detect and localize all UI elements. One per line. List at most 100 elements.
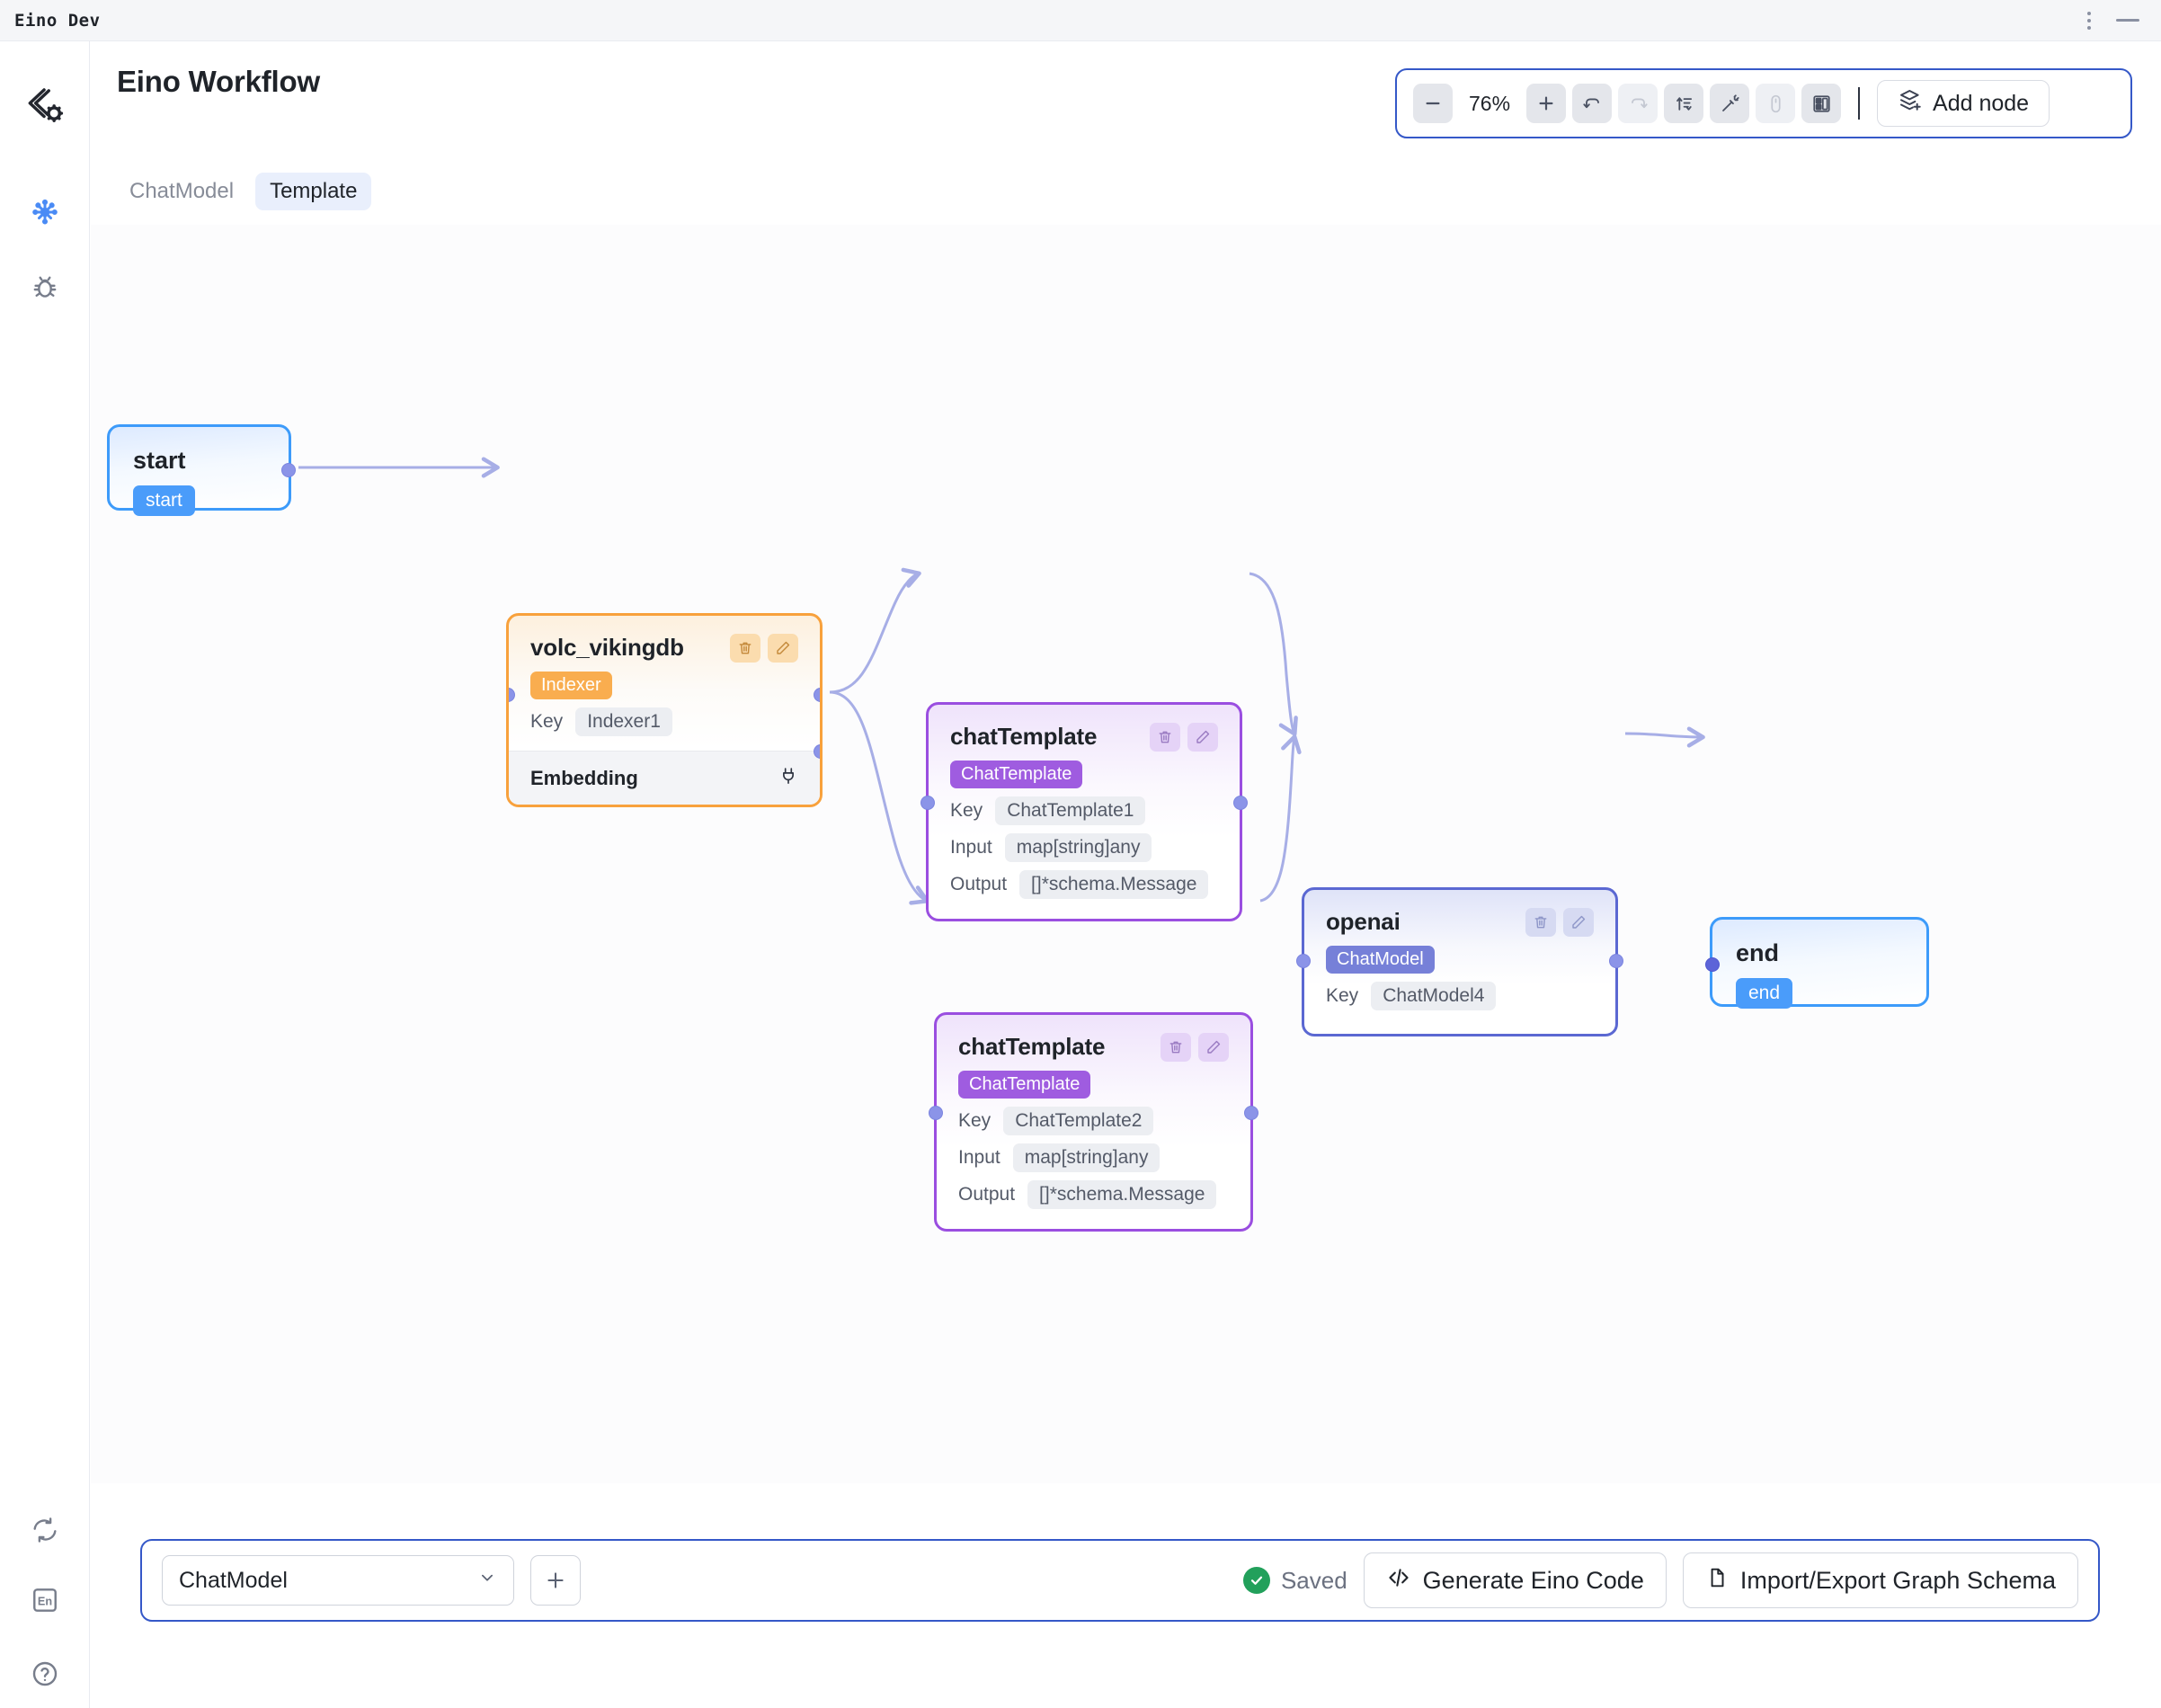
field-value: ChatTemplate2 bbox=[1003, 1107, 1154, 1135]
field-label: Output bbox=[958, 1184, 1016, 1205]
edge-openai-to-end bbox=[1624, 726, 1705, 748]
node-openai[interactable]: openai ChatModel Key ChatModel4 bbox=[1296, 887, 1623, 1036]
node-title: openai bbox=[1326, 908, 1401, 935]
node-footer-embedding[interactable]: Embedding bbox=[509, 751, 820, 805]
port-in[interactable] bbox=[1296, 954, 1311, 968]
eino-logo-icon bbox=[16, 77, 74, 135]
node-title: chatTemplate bbox=[958, 1033, 1106, 1060]
port-in[interactable] bbox=[929, 1106, 943, 1120]
import-export-graph-schema-label: Import/Export Graph Schema bbox=[1739, 1566, 2056, 1594]
node-title: end bbox=[1736, 939, 1780, 966]
node-chat-template-2[interactable]: chatTemplate ChatTemplate Key ChatTempla… bbox=[929, 1012, 1258, 1232]
select-value: ChatModel bbox=[179, 1567, 288, 1593]
pencil-icon[interactable] bbox=[1187, 723, 1218, 752]
trash-icon[interactable] bbox=[1150, 723, 1180, 752]
add-node-type-button[interactable] bbox=[530, 1555, 581, 1606]
pencil-icon[interactable] bbox=[1198, 1033, 1229, 1062]
node-type-badge: ChatModel bbox=[1326, 946, 1435, 974]
zoom-out-button[interactable] bbox=[1413, 84, 1453, 123]
node-field-row: Input map[string]any bbox=[950, 833, 1218, 862]
port-in[interactable] bbox=[920, 796, 935, 810]
field-value: map[string]any bbox=[1012, 1143, 1161, 1172]
field-label: Key bbox=[950, 800, 983, 821]
field-label: Key bbox=[1326, 985, 1359, 1006]
kebab-menu-icon[interactable] bbox=[2082, 6, 2096, 35]
port-embedding[interactable] bbox=[814, 744, 820, 759]
window-titlebar: Eino Dev bbox=[0, 0, 2161, 41]
node-type-badge: end bbox=[1736, 978, 1793, 1009]
field-value: ChatModel4 bbox=[1371, 982, 1497, 1010]
sort-align-icon[interactable] bbox=[1664, 84, 1704, 123]
trash-icon[interactable] bbox=[1525, 908, 1556, 937]
sidebar-item-help[interactable] bbox=[16, 1650, 74, 1697]
node-type-badge: ChatTemplate bbox=[958, 1071, 1091, 1099]
magic-wand-icon[interactable] bbox=[1710, 84, 1750, 123]
field-label: Output bbox=[950, 874, 1008, 894]
zoom-in-button[interactable] bbox=[1526, 84, 1567, 123]
node-field-row: Key ChatTemplate1 bbox=[950, 796, 1218, 825]
node-volc-vikingdb[interactable]: volc_vikingdb Indexer Key bbox=[506, 613, 823, 807]
edge-indexer-to-template1 bbox=[829, 567, 921, 694]
pencil-icon[interactable] bbox=[768, 634, 798, 663]
port-out[interactable] bbox=[1244, 1106, 1258, 1120]
port-out[interactable] bbox=[1233, 796, 1248, 810]
field-value: []*schema.Message bbox=[1019, 870, 1209, 899]
node-title: volc_vikingdb bbox=[530, 634, 684, 661]
sidebar-item-graph[interactable] bbox=[16, 189, 74, 236]
node-chat-template-1[interactable]: chatTemplate ChatTemplate Key ChatTempla… bbox=[920, 702, 1248, 921]
page-header: Eino Workflow bbox=[90, 41, 2161, 131]
page-title: Eino Workflow bbox=[117, 65, 320, 98]
minimize-icon[interactable] bbox=[2116, 19, 2139, 22]
trash-icon[interactable] bbox=[1161, 1033, 1191, 1062]
port-out[interactable] bbox=[281, 463, 296, 477]
node-type-badge: start bbox=[133, 485, 195, 516]
generate-eino-code-button[interactable]: Generate Eino Code bbox=[1363, 1552, 1667, 1608]
port-out[interactable] bbox=[814, 688, 820, 702]
plug-connector-icon bbox=[778, 766, 798, 790]
node-type-badge: ChatTemplate bbox=[950, 761, 1083, 788]
node-end[interactable]: end end bbox=[1705, 917, 1929, 1009]
tab-chatmodel[interactable]: ChatModel bbox=[129, 179, 235, 203]
node-title: chatTemplate bbox=[950, 723, 1098, 750]
tab-template[interactable]: Template bbox=[255, 173, 372, 210]
edge-template2-to-openai bbox=[1259, 734, 1302, 903]
zoom-level-label: 76% bbox=[1469, 91, 1511, 115]
sidebar-item-sync[interactable] bbox=[16, 1507, 74, 1553]
document-icon bbox=[1705, 1566, 1729, 1596]
node-start[interactable]: start start bbox=[107, 424, 296, 516]
layout-grid-icon[interactable] bbox=[1801, 84, 1842, 123]
check-circle-icon bbox=[1242, 1567, 1270, 1594]
field-label: Key bbox=[530, 711, 564, 732]
mouse-pointer-icon[interactable] bbox=[1756, 84, 1796, 123]
node-field-row: Output []*schema.Message bbox=[950, 870, 1218, 899]
workflow-canvas[interactable]: start start volc_vikingdb bbox=[91, 225, 2161, 1483]
undo-arrow-icon[interactable] bbox=[1572, 84, 1613, 123]
bottom-bar-right: Saved Generate Eino Code Import/Export G… bbox=[1242, 1552, 2078, 1608]
import-export-graph-schema-button[interactable]: Import/Export Graph Schema bbox=[1682, 1552, 2078, 1608]
code-brackets-icon bbox=[1386, 1565, 1411, 1597]
port-in[interactable] bbox=[1705, 957, 1720, 972]
window-controls bbox=[2082, 6, 2139, 35]
app-title: Eino Dev bbox=[14, 10, 101, 31]
add-node-label: Add node bbox=[1933, 90, 2030, 116]
sidebar-item-debug[interactable] bbox=[16, 264, 74, 311]
footer-label: Embedding bbox=[530, 766, 638, 789]
node-field-row: Key ChatTemplate2 bbox=[958, 1107, 1229, 1135]
node-field-row: Key ChatModel4 bbox=[1326, 982, 1594, 1010]
chevron-down-icon bbox=[477, 1568, 497, 1594]
generate-eino-code-label: Generate Eino Code bbox=[1422, 1566, 1644, 1594]
node-field-row: Input map[string]any bbox=[958, 1143, 1229, 1172]
add-node-button[interactable]: Add node bbox=[1877, 80, 2050, 127]
tab-bar: ChatModel Template bbox=[115, 173, 372, 210]
save-status-label: Saved bbox=[1280, 1566, 1347, 1594]
field-label: Input bbox=[950, 837, 992, 858]
toolbar-divider bbox=[1858, 87, 1861, 120]
trash-icon[interactable] bbox=[730, 634, 760, 663]
field-label: Input bbox=[958, 1147, 1000, 1168]
sidebar-item-language[interactable]: En bbox=[16, 1577, 74, 1623]
node-type-select[interactable]: ChatModel bbox=[162, 1555, 514, 1606]
canvas-toolbar: 76% bbox=[1395, 68, 2132, 138]
port-out[interactable] bbox=[1609, 954, 1623, 968]
save-status: Saved bbox=[1242, 1566, 1347, 1595]
pencil-icon[interactable] bbox=[1563, 908, 1594, 937]
